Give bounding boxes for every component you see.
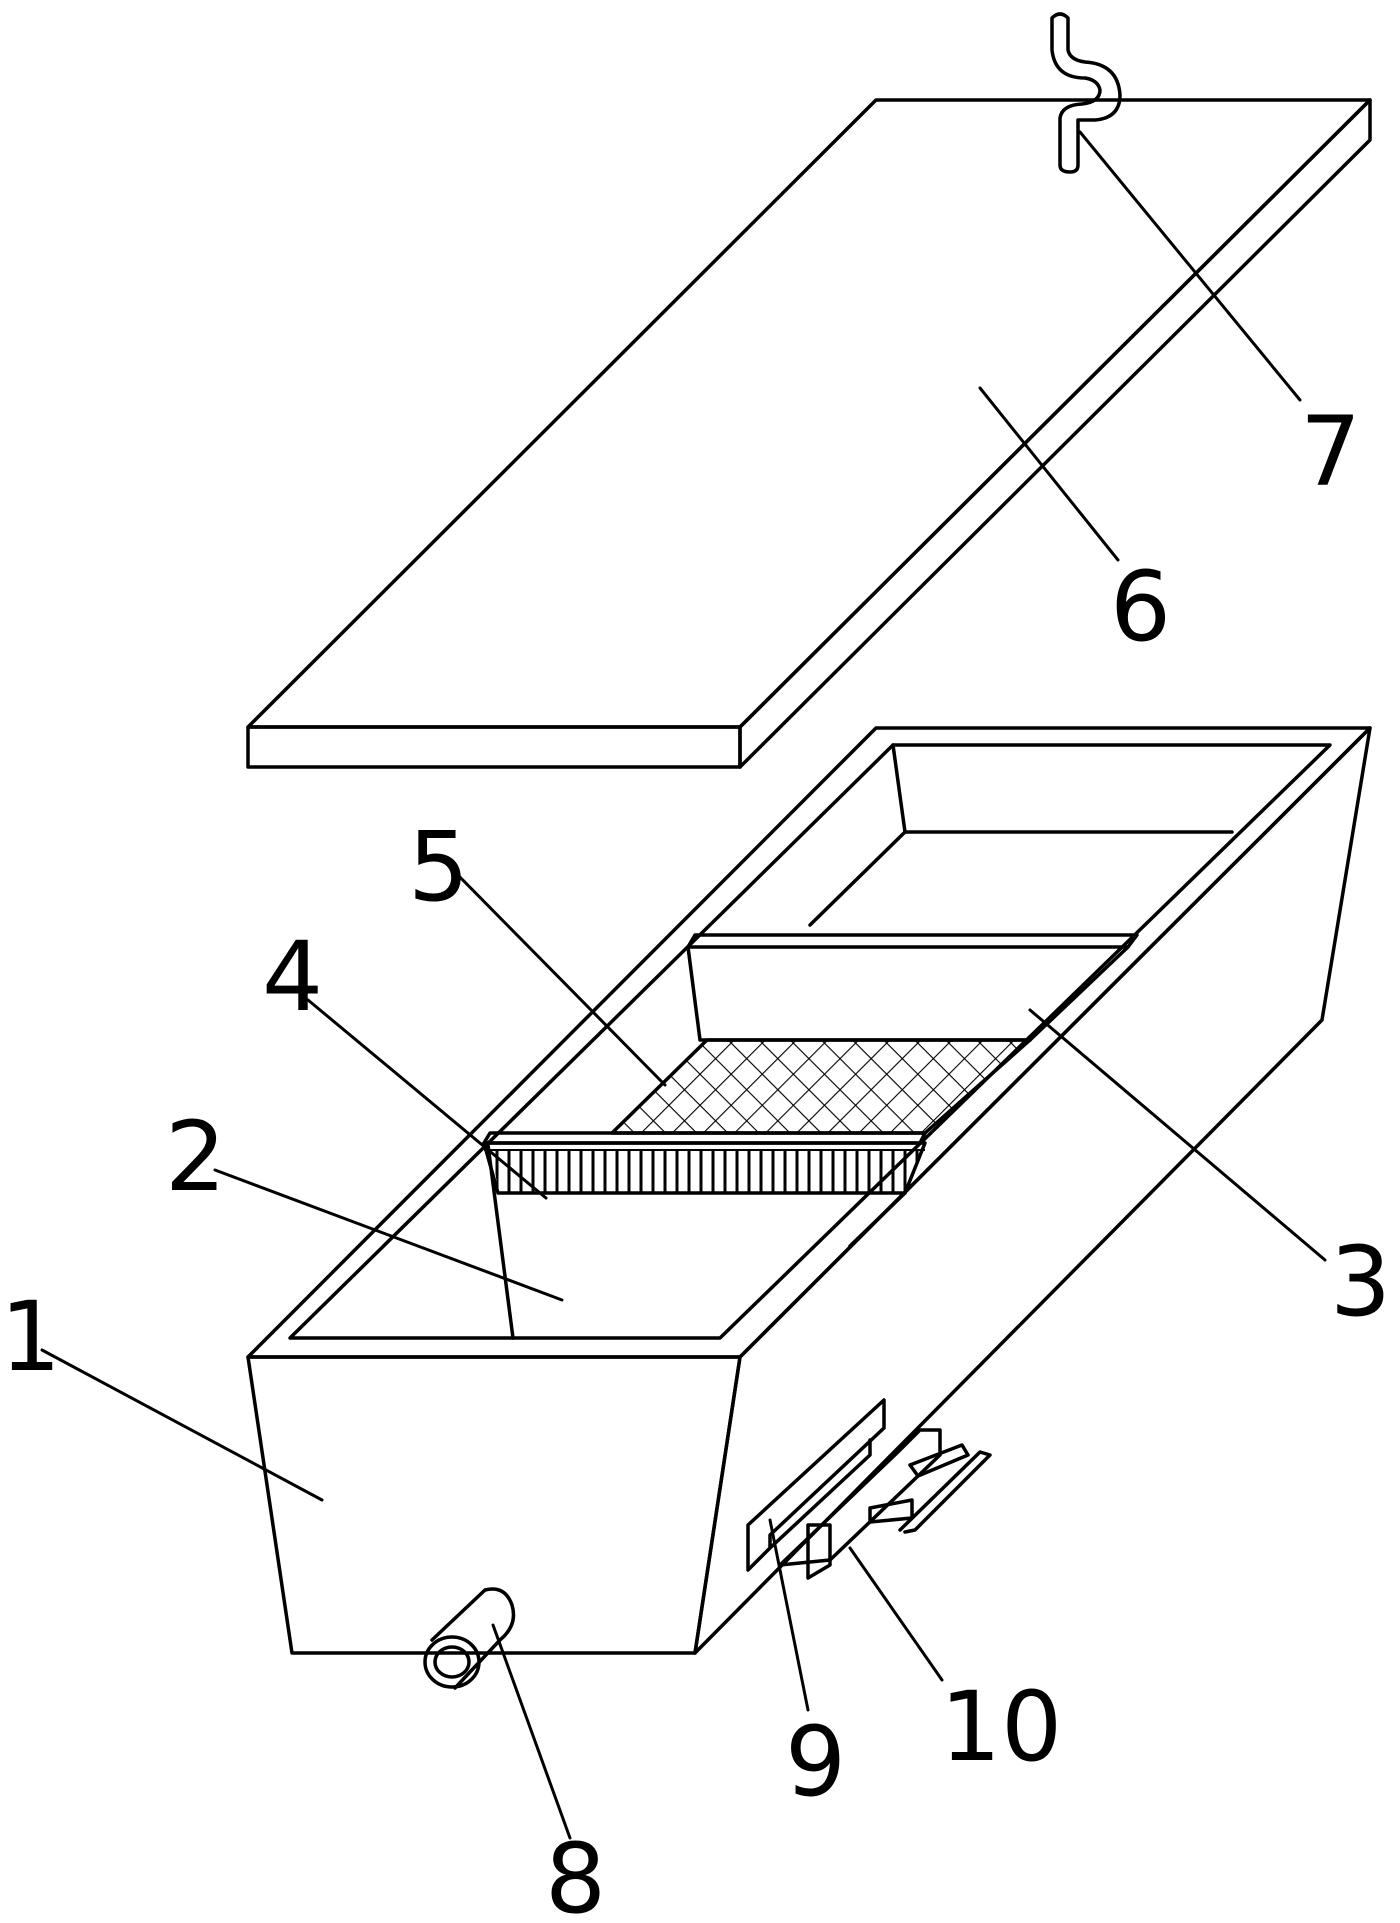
label-8: 8 bbox=[545, 1823, 606, 1923]
filter-plate bbox=[482, 1131, 927, 1340]
leader-3 bbox=[1028, 1008, 1327, 1262]
label-7: 7 bbox=[1300, 396, 1361, 508]
leader-2 bbox=[213, 1168, 564, 1302]
partition-plate bbox=[686, 933, 1139, 1042]
label-3: 3 bbox=[1330, 1226, 1391, 1338]
label-2: 2 bbox=[165, 1101, 226, 1213]
label-9: 9 bbox=[785, 1706, 846, 1818]
handle bbox=[1050, 12, 1122, 174]
leader-5 bbox=[446, 863, 667, 1087]
leader-8 bbox=[491, 1623, 572, 1840]
label-6: 6 bbox=[1110, 551, 1171, 663]
label-5: 5 bbox=[408, 811, 469, 923]
leader-10 bbox=[848, 1546, 944, 1682]
label-1: 1 bbox=[0, 1281, 61, 1393]
leader-lines bbox=[40, 130, 1327, 1840]
leader-1 bbox=[40, 1348, 324, 1502]
leader-9 bbox=[768, 1518, 810, 1712]
mesh-screen bbox=[610, 1038, 1032, 1135]
label-10: 10 bbox=[940, 1671, 1062, 1783]
lid bbox=[246, 98, 1372, 769]
mount-rail bbox=[778, 1428, 992, 1580]
leader-6 bbox=[978, 386, 1120, 562]
outlet-pipe bbox=[423, 1587, 516, 1690]
side-bracket bbox=[746, 1398, 886, 1572]
leader-4 bbox=[306, 998, 548, 1200]
leader-7 bbox=[1078, 130, 1302, 402]
label-4: 4 bbox=[262, 921, 323, 1033]
